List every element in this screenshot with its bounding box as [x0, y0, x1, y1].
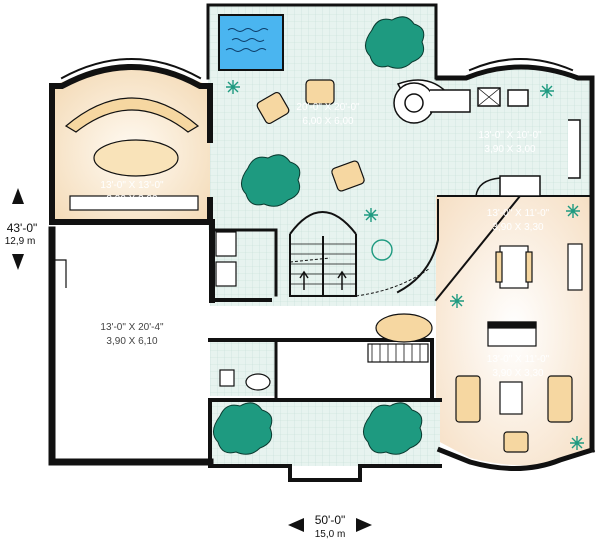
dining-table — [499, 245, 529, 289]
plant-icon — [226, 80, 240, 94]
family-room-metric: 6,00 X 6,00 — [302, 116, 354, 127]
garage-size: 13'-0" X 20'-4" — [100, 322, 164, 333]
plant-icon — [450, 294, 464, 308]
garage-metric: 3,90 X 6,10 — [106, 336, 158, 347]
sofa — [547, 375, 573, 423]
depth-arrow-up-icon — [12, 188, 24, 204]
width-metric: 15,0 m — [315, 529, 346, 540]
garage-floor — [52, 230, 210, 462]
range-top — [499, 175, 541, 197]
dining-room-size: 13'-0" X 11'-0" — [487, 208, 550, 219]
room-labels: 20'-0" X 20'-0" 6,00 X 6,00 13'-0" X 10'… — [100, 102, 549, 379]
plant-icon — [241, 154, 301, 207]
furniture — [52, 79, 583, 453]
staircase — [289, 211, 431, 297]
dining-room-metric: 3,90 X 3,30 — [492, 222, 544, 233]
sofa — [455, 375, 481, 423]
den-metric: 3,90 X 3,90 — [106, 194, 158, 205]
depth-imperial: 43'-0" — [7, 221, 38, 235]
width-arrow-right-icon — [356, 518, 372, 532]
plant-icon — [365, 16, 425, 69]
plants — [213, 16, 425, 455]
armchair — [305, 79, 335, 105]
plant-icon — [540, 84, 554, 98]
kitchen-floor — [436, 67, 590, 196]
round-table — [375, 313, 433, 343]
plant-icon — [570, 436, 584, 450]
living-room-size: 13'-0" X 11'-0" — [487, 354, 550, 365]
family-room-size: 20'-0" X 20'-0" — [296, 102, 360, 113]
armchair — [256, 91, 290, 125]
width-arrow-left-icon — [288, 518, 304, 532]
pool — [218, 14, 284, 71]
armchair — [331, 160, 365, 192]
kitchen-metric: 3,90 X 3,00 — [484, 144, 536, 155]
small-plants — [226, 80, 584, 450]
plant-icon — [363, 402, 423, 455]
kitchen-size: 13'-0" X 10'-0" — [478, 130, 542, 141]
width-imperial: 50'-0" — [315, 513, 346, 527]
overall-dimensions: 43'-0" 12,9 m 50'-0" 15,0 m — [5, 188, 372, 540]
den-coffee-table — [93, 139, 179, 177]
depth-arrow-down-icon — [12, 254, 24, 270]
plant-icon — [566, 204, 580, 218]
plant-icon — [364, 208, 378, 222]
living-room-metric: 3,90 X 3,30 — [492, 368, 544, 379]
coffee-table — [499, 381, 523, 415]
den-size: 13'-0" X 13'-0" — [100, 180, 164, 191]
plant-icon — [213, 402, 273, 455]
depth-metric: 12,9 m — [5, 236, 36, 247]
pool-water — [218, 14, 284, 71]
kitchen-fixtures — [393, 79, 581, 197]
